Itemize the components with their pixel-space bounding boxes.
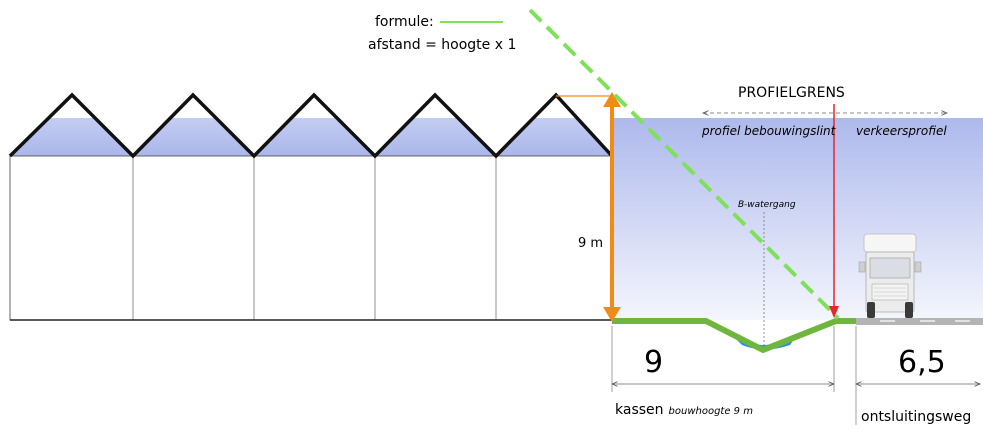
watergang-label: B-watergang [738,200,796,210]
height-arrow [556,92,621,322]
zone-left-label: profiel bebouwingslint [701,124,837,138]
truck-icon [858,233,922,318]
caption-road: ontsluitingsweg [861,409,971,425]
caption-kassen-main: kassen [615,402,664,418]
roof-white-peaks [10,95,612,156]
height-label: 9 m [578,236,603,251]
zone-right-label: verkeersprofiel [856,124,947,138]
greenhouse-body [9,155,613,321]
roof-peak-fill [40,95,104,118]
formula-title: formule: [375,14,434,30]
greenhouse-roof-line [8,92,614,159]
profielgrens-arrowhead [829,306,839,318]
road-surface [856,318,983,325]
caption-kassen-sub: bouwhoogte 9 m [669,406,754,417]
formula-rule: afstand = hoogte x 1 [368,37,516,53]
green-ground-profile [612,318,856,353]
profielgrens-label: PROFIELGRENS [738,85,845,101]
greenhouse-dividers [132,156,497,320]
dim-left-value: 9 [644,345,663,380]
dim-right-value: 6,5 [898,345,946,380]
caption-kassen: kassen bouwhoogte 9 m [615,402,753,418]
distance-rule-line [528,8,840,320]
